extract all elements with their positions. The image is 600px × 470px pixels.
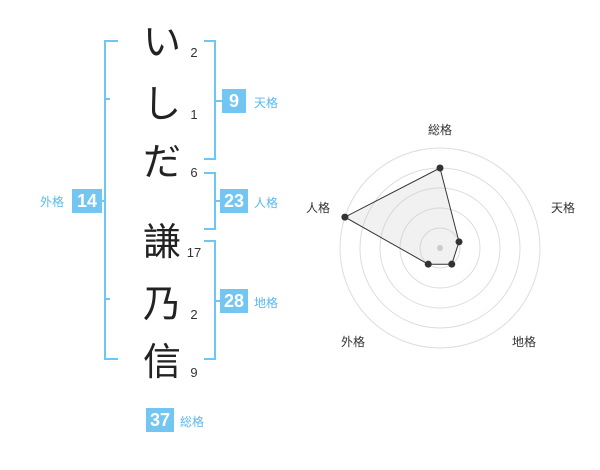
radar-point-2 [455,238,463,246]
jinkaku-value: 23 [220,189,248,213]
soukaku-label: 総格 [180,415,205,429]
name-char-4: 謙 [142,220,181,264]
jinkaku-label: 人格 [254,196,279,210]
chikaku-value: 28 [220,289,248,313]
soukaku-value: 37 [146,408,174,432]
stroke-count-4: 17 [186,245,202,260]
name-char-1: い [142,20,181,64]
stroke-count-2: 1 [190,107,198,122]
stroke-count-6: 9 [190,365,198,380]
name-char-3: だ [142,140,181,184]
radar-ring-5 [339,147,541,349]
stroke-count-5: 2 [190,307,198,322]
radar-rings [339,147,541,349]
tenkaku-label: 天格 [254,96,279,110]
radar-point-3 [448,260,456,268]
gaikaku-label: 外格 [40,195,65,209]
name-char-5: 乃 [142,282,181,326]
stroke-count-1: 2 [190,45,198,60]
radar-ring-1 [419,227,461,269]
name-char-6: 信 [142,340,181,384]
radar-point-5 [341,213,349,221]
radar-points [341,164,463,268]
axis-label-jinkaku: 人格 [305,201,330,215]
name-char-2: し [142,82,181,126]
tenkaku-value: 9 [222,89,246,113]
chikaku-label: 地格 [254,296,279,310]
axis-label-chikaku: 地格 [511,335,536,349]
axis-label-gaikaku: 外格 [340,335,365,349]
radar-ring-3 [379,187,501,309]
radar-point-1 [436,164,444,172]
radar-center-dot [437,245,443,251]
gaikaku-value: 14 [72,189,102,213]
stroke-count-3: 6 [190,165,198,180]
radar-point-4 [424,260,432,268]
radar-polygon [343,167,460,265]
axis-label-tenkaku: 天格 [550,201,575,215]
axis-label-soukaku: 総格 [427,123,452,137]
